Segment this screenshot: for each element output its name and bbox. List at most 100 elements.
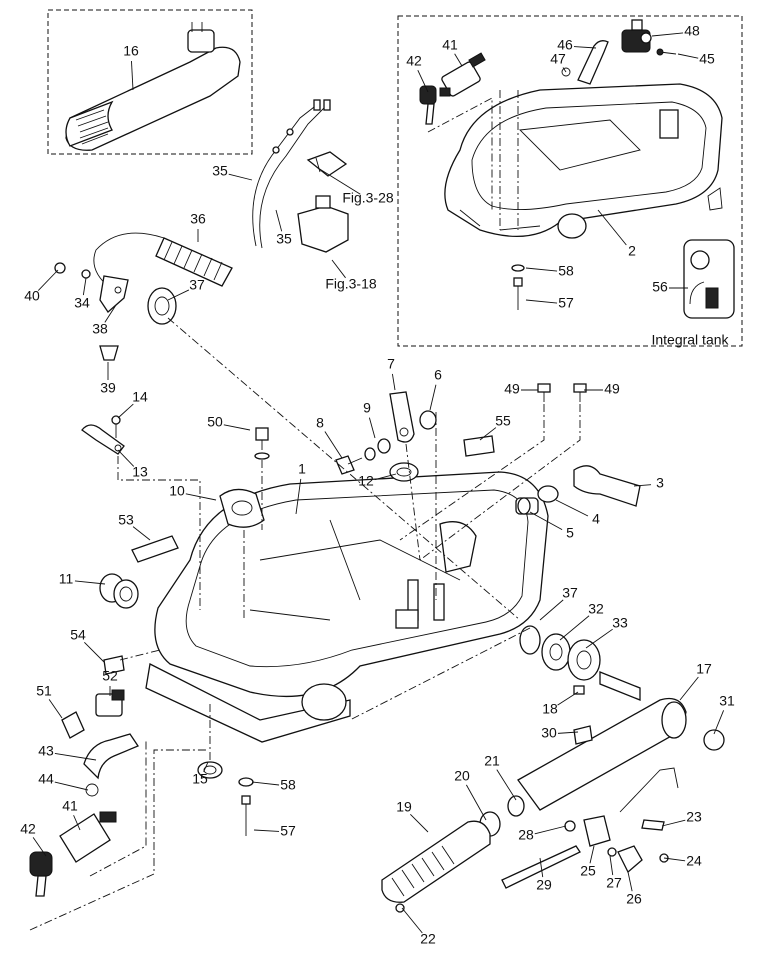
leader-line [454, 53, 463, 67]
callout-label: 35 [212, 163, 228, 179]
part-39-clip [99, 345, 119, 361]
leader-line [54, 752, 97, 761]
leader-line [525, 299, 558, 304]
part-47-clip-tank [561, 67, 571, 77]
part-1-bottom-cowling [145, 471, 549, 743]
part-53-label [131, 535, 179, 563]
callout-label: 50 [207, 414, 223, 430]
assembly-lines [29, 90, 581, 931]
callout-label: 49 [604, 381, 620, 397]
callout-label: 4 [592, 511, 600, 527]
callout-label: 35 [276, 231, 292, 247]
leader-line [37, 269, 59, 291]
part-17-tiller-arm [517, 671, 687, 811]
part-32-plate [541, 633, 571, 671]
part-27-washer [607, 847, 617, 857]
leader-line [525, 267, 558, 272]
part-30-clip [573, 725, 593, 745]
callout-label: 41 [62, 798, 78, 814]
part-4-collar [537, 485, 559, 503]
part-58-washer [238, 777, 254, 787]
leader-line [663, 857, 686, 862]
leader-line [539, 599, 564, 621]
leader-line [167, 289, 190, 301]
part-23-plate [641, 819, 665, 831]
part-fig3-28-component [306, 151, 348, 177]
part-37-grommet-top [147, 287, 177, 325]
leader-line [253, 829, 280, 832]
callout-label: 9 [363, 400, 371, 416]
callout-label: 57 [280, 823, 296, 839]
callout-label: Fig.3-28 [342, 190, 394, 206]
callout-label: Integral tank [651, 332, 729, 348]
callout-label: 42 [20, 821, 36, 837]
leader-line [295, 478, 302, 515]
part-22-screw [395, 903, 405, 913]
leader-line [465, 784, 487, 821]
callout-label: 19 [396, 799, 412, 815]
callout-label: 20 [454, 768, 470, 784]
callout-label: 14 [132, 389, 148, 405]
callout-label: 52 [102, 668, 118, 684]
leader-line [429, 384, 437, 411]
part-34-washer [81, 269, 91, 279]
part-label-sticker-tank [707, 187, 723, 211]
part-57-bolt-tank [513, 277, 523, 310]
leader-line [627, 871, 633, 892]
callout-label: 21 [484, 753, 500, 769]
callout-label: 29 [536, 877, 552, 893]
callout-label: 10 [169, 483, 185, 499]
leader-line [368, 417, 376, 439]
leader-line [529, 511, 563, 531]
part-10-grommet [219, 488, 265, 528]
callout-label: 48 [684, 23, 700, 39]
inset-box-tiller-grip [47, 9, 253, 155]
part-8-bolt [335, 455, 363, 475]
part-54-label [103, 655, 125, 675]
callout-label: 56 [652, 279, 668, 295]
part-42-fuel-connector-cap [29, 851, 53, 897]
leader-line [74, 580, 106, 585]
callout-label: 3 [656, 475, 664, 491]
part-14-screw [111, 415, 121, 438]
part-28-nut [564, 820, 576, 832]
leader-line [679, 676, 699, 701]
leader-line [410, 814, 429, 833]
part-2-bottom-cowling-tank [444, 83, 723, 239]
part-15-grommet [197, 761, 223, 779]
leader-line [633, 484, 652, 487]
callout-label: 37 [562, 585, 578, 601]
leader-line [48, 699, 63, 719]
callout-label: 53 [118, 512, 134, 528]
part-7-bracket [389, 391, 415, 443]
callout-label: 17 [696, 661, 712, 677]
part-fig3-18-component [297, 195, 349, 253]
part-11-grommet [99, 573, 139, 609]
part-46-hose-tank [577, 40, 609, 85]
leader-line [54, 781, 89, 791]
leader-line [104, 304, 117, 323]
callout-label: 37 [189, 277, 205, 293]
callout-label: 36 [190, 211, 206, 227]
part-31-cap [703, 729, 725, 751]
callout-label: 18 [542, 701, 558, 717]
leader-line [117, 403, 134, 419]
part-48-fuel-cock-tank [621, 19, 652, 53]
callout-label: 44 [38, 771, 54, 787]
part-45-screw-tank [656, 48, 677, 56]
leader-line [496, 769, 517, 801]
leader-line [275, 209, 283, 232]
callout-label: 16 [123, 43, 139, 59]
callout-label: 27 [606, 875, 622, 891]
callout-label: Fig.3-18 [325, 276, 377, 292]
callout-label: 41 [442, 37, 458, 53]
callout-label: 54 [70, 627, 86, 643]
callout-label: 8 [316, 415, 324, 431]
part-56-label-fuel [683, 239, 735, 319]
callout-label: 34 [74, 295, 90, 311]
part-44-clip [85, 783, 99, 797]
leader-line [391, 373, 396, 391]
callout-label: 11 [59, 571, 74, 587]
leader-line [84, 642, 105, 663]
